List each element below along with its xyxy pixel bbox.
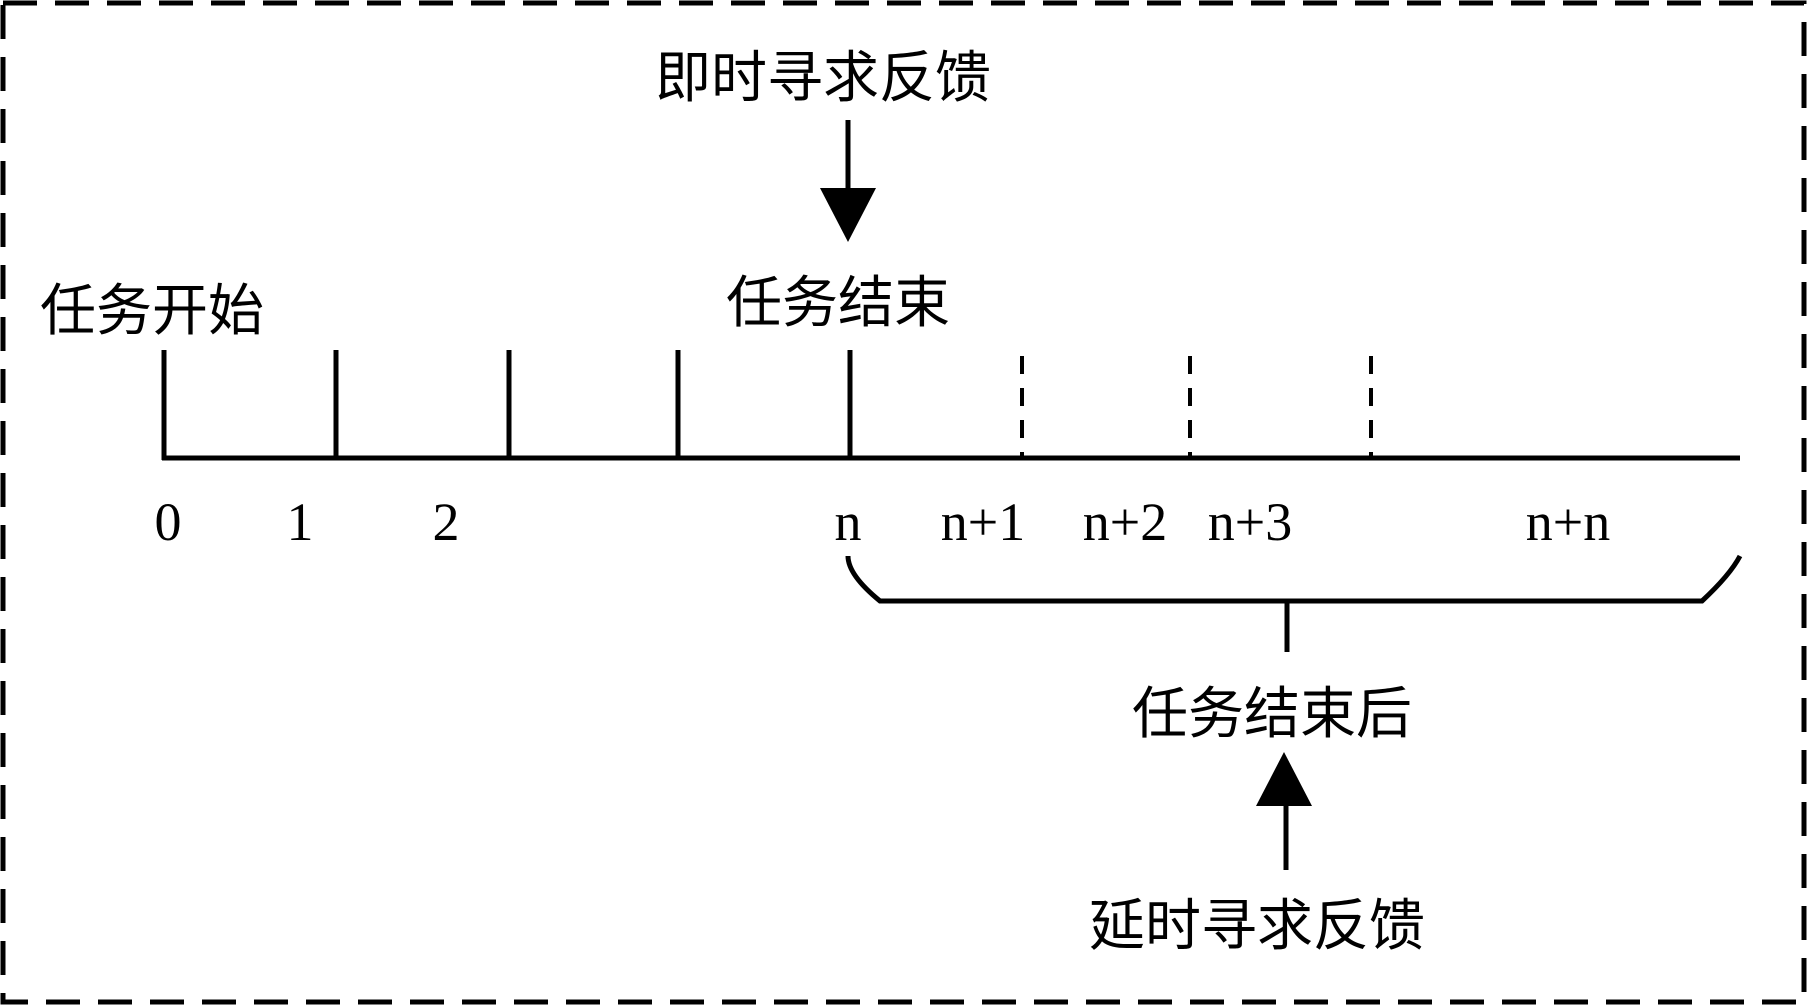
delayed-feedback-label: 延时寻求反馈	[1089, 894, 1425, 959]
up-arrow-icon	[1256, 752, 1312, 870]
tick-label: n	[835, 492, 862, 552]
tick-label: n+3	[1208, 492, 1292, 552]
immediate-feedback-label: 即时寻求反馈	[655, 46, 991, 111]
task-end-label: 任务结束	[726, 271, 950, 336]
tick-label: 1	[287, 492, 314, 552]
down-arrow-icon	[820, 120, 876, 242]
tick-label: 2	[433, 492, 460, 552]
tick-label: n+1	[941, 492, 1025, 552]
dashed-ticks	[1020, 356, 1373, 456]
task-start-label: 任务开始	[40, 279, 264, 344]
tick-label: 0	[155, 492, 182, 552]
tick-label: n+2	[1083, 492, 1167, 552]
after-task-end-label: 任务结束后	[1132, 682, 1412, 747]
solid-ticks	[161, 350, 853, 460]
after-task-bracket	[845, 554, 1743, 604]
tick-label: n+n	[1526, 492, 1610, 552]
